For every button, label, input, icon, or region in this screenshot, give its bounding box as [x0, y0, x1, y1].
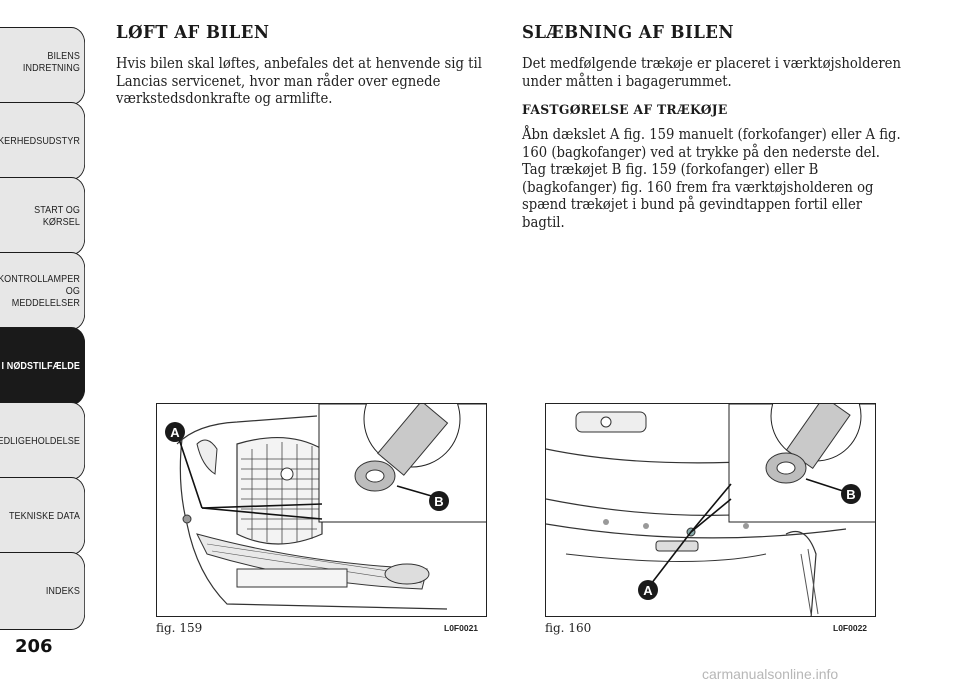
front-bumper-illustration: A B — [165, 404, 486, 610]
figure-159-front-bumper: A B — [156, 403, 487, 617]
tab-bilens-indretning[interactable]: BILENS INDRETNING — [0, 27, 86, 105]
section-intro: Det medfølgende trækøje er placeret i væ… — [522, 54, 901, 90]
tab-label: I NØDSTILFÆLDE — [1, 360, 80, 372]
tab-label: BILENS INDRETNING — [22, 50, 80, 74]
section-slaebning-af-bilen: SLÆBNING AF BILEN Det medfølgende trækøj… — [522, 22, 902, 231]
tab-vedligeholdelse[interactable]: VEDLIGEHOLDELSE — [0, 402, 86, 480]
section-body: Åbn dækslet A fig. 159 manuelt (forkofan… — [522, 125, 901, 231]
section-heading: LØFT AF BILEN — [116, 22, 270, 43]
label-b: B — [846, 487, 855, 502]
tab-sikkerhedsudstyr[interactable]: SIKKERHEDSUDSTYR — [0, 102, 86, 180]
tab-start-og-korsel[interactable]: START OG KØRSEL — [0, 177, 86, 255]
figure-160-rear-bumper: A B — [545, 403, 876, 617]
tab-indeks[interactable]: INDEKS — [0, 552, 86, 630]
label-b: B — [434, 494, 443, 509]
figure-caption: fig. 160 — [545, 621, 592, 635]
rear-bumper-illustration: A B — [546, 404, 875, 616]
page-number: 206 — [15, 636, 53, 657]
figure-code: L0F0022 — [833, 623, 868, 633]
tab-label: VEDLIGEHOLDELSE — [0, 435, 80, 447]
tab-label: KONTROLLAMPER OG MEDDELELSER — [0, 273, 80, 309]
tab-kontrollamper[interactable]: KONTROLLAMPER OG MEDDELELSER — [0, 252, 86, 330]
tab-label: SIKKERHEDSUDSTYR — [0, 135, 80, 147]
section-body: Hvis bilen skal løftes, anbefales det at… — [116, 54, 482, 107]
figure-caption: fig. 159 — [156, 621, 203, 635]
section-heading: SLÆBNING AF BILEN — [522, 22, 735, 43]
tab-label: START OG KØRSEL — [34, 204, 80, 228]
section-loft-af-bilen: LØFT AF BILEN Hvis bilen skal løftes, an… — [116, 22, 488, 108]
label-a: A — [643, 583, 653, 598]
subsection-heading: FASTGØRELSE AF TRÆKØJE — [522, 103, 728, 118]
tab-tekniske-data[interactable]: TEKNISKE DATA — [0, 477, 86, 555]
tab-label: TEKNISKE DATA — [8, 510, 80, 522]
figure-code: L0F0021 — [444, 623, 479, 633]
watermark: carmanualsonline.info — [702, 666, 839, 682]
tab-label: INDEKS — [45, 585, 80, 597]
tab-i-nodstilfaelde-active[interactable]: I NØDSTILFÆLDE — [0, 327, 86, 405]
label-a: A — [170, 425, 180, 440]
